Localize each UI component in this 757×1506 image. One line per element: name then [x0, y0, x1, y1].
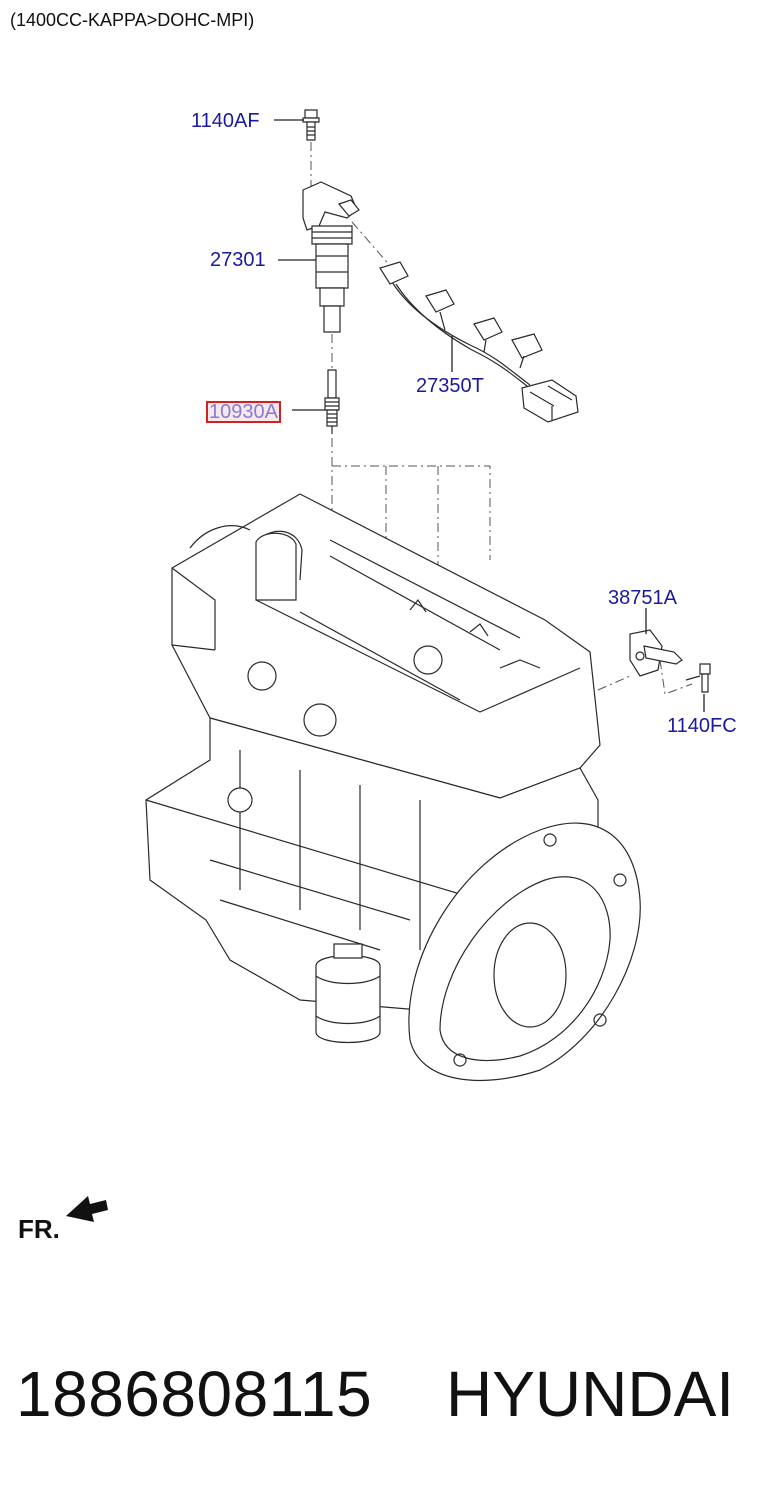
callout-38751a[interactable]: 38751A — [608, 587, 677, 609]
front-direction-arrow-icon — [66, 1196, 108, 1222]
front-direction-label: FR. — [18, 1214, 60, 1244]
bolt-1140af-drawing — [302, 109, 320, 141]
spark-plug-drawing — [324, 369, 340, 434]
ignition-coil-drawing — [302, 181, 360, 333]
callout-27350t[interactable]: 27350T — [416, 375, 484, 397]
sensor-38751a-drawing — [597, 629, 711, 695]
brand-name: HYUNDAI — [446, 1358, 735, 1430]
diagram-subtitle: (1400CC-KAPPA>DOHC-MPI) — [10, 10, 255, 30]
callout-10930a-highlighted[interactable]: 10930A — [206, 401, 281, 423]
engine-block-drawing — [145, 493, 641, 1081]
wiring-harness-drawing — [351, 221, 579, 423]
callout-1140af[interactable]: 1140AF — [191, 110, 260, 132]
part-number: 1886808115 — [16, 1358, 373, 1430]
callout-27301[interactable]: 27301 — [210, 249, 266, 271]
callout-1140fc[interactable]: 1140FC — [667, 715, 737, 737]
